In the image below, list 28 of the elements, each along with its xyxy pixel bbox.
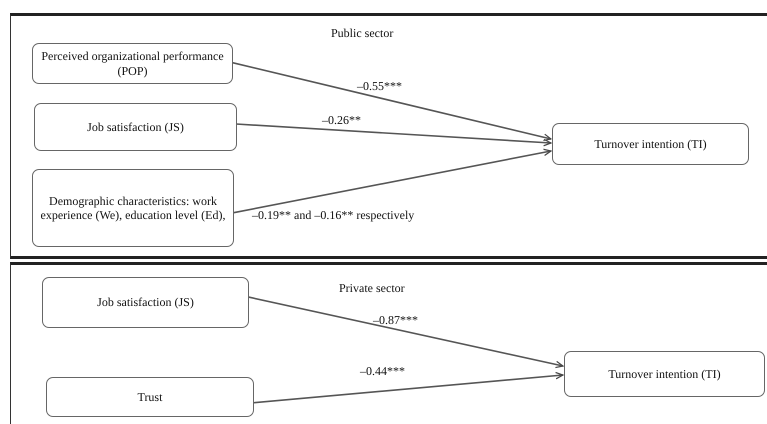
arrow (232, 148, 552, 214)
variable-label: Job satisfaction (JS) (97, 295, 194, 310)
variable-box (564, 351, 765, 397)
variable-label: Demographic characteristics: work experience (We), education level (Ed), (40, 194, 226, 222)
sector-panel (10, 262, 767, 424)
arrow (248, 296, 564, 368)
edge-label: –0.26** (322, 113, 361, 128)
variable-box (42, 277, 249, 328)
variable-label: Turnover intention (TI) (608, 366, 721, 382)
variable-box (32, 169, 234, 247)
variable-label: Trust (138, 390, 162, 404)
edge-label: –0.87*** (373, 313, 418, 328)
panel-title: Public sector (331, 26, 394, 41)
panel-title: Private sector (339, 281, 405, 296)
variable-box (34, 103, 237, 151)
variable-box (552, 123, 749, 165)
arrow (236, 123, 552, 146)
variable-label: Turnover intention (TI) (594, 136, 707, 152)
arrow (232, 62, 552, 142)
variable-label: Perceived organizational performance (POP) (40, 49, 225, 78)
edge-label: –0.19** and –0.16** respectively (252, 208, 414, 223)
variable-label: Job satisfaction (JS) (87, 120, 184, 134)
arrow (252, 372, 564, 404)
edge-label: –0.44*** (360, 364, 405, 379)
variable-box (32, 43, 233, 84)
sector-panel (10, 13, 767, 259)
variable-box (46, 377, 254, 417)
edge-label: –0.55*** (357, 79, 402, 94)
